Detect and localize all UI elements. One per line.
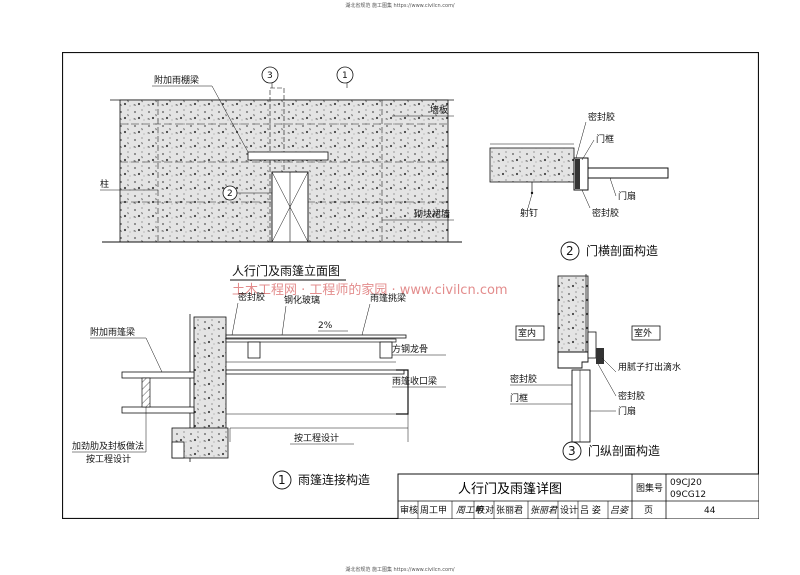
steel-tube-right xyxy=(379,341,393,359)
tb-designer: 吕 姿 xyxy=(580,504,601,516)
tb-title: 人行门及雨篷详图 xyxy=(458,482,562,497)
tb-page-label: 页 xyxy=(644,505,653,516)
d3-label-outdoor: 室外 xyxy=(634,327,652,339)
steel-tube-left xyxy=(247,341,261,359)
scan-footer-note: 湖北省规范 施工图集 https://www.civilcn.com/ xyxy=(345,567,455,573)
d1-label-extra-beam: 附加雨篷梁 xyxy=(90,326,135,338)
d1-title: 雨篷连接构造 xyxy=(298,472,370,487)
d1-label-per-design2: 按工程设计 xyxy=(86,453,131,465)
d3-label-frame: 门框 xyxy=(510,392,528,404)
d2-label-sealant-top: 密封胶 xyxy=(588,111,615,123)
d1-label-glass: 钢化玻璃 xyxy=(284,294,320,306)
d2-label-frame: 门框 xyxy=(596,133,614,145)
tb-atlas-no2: 09CG12 xyxy=(670,490,706,500)
tb-designer-signature: 吕姿 xyxy=(610,505,630,516)
door-leaf xyxy=(587,167,669,179)
tb-checker: 张丽君 xyxy=(496,505,523,516)
d1-label-sealant: 密封胶 xyxy=(238,291,265,303)
d2-label-sealant-bottom: 密封胶 xyxy=(592,207,619,219)
tempered-glass xyxy=(225,334,407,339)
tb-design-label: 设计 xyxy=(560,504,578,516)
elev-label-column: 柱 xyxy=(100,178,109,190)
elev-marker-1: 1 xyxy=(342,71,348,81)
elev-marker-3: 3 xyxy=(267,71,273,81)
d1-label-canopy: 雨篷挑梁 xyxy=(370,292,406,304)
detail-2-door-transverse-section: 密封胶 门框 门扇 射钉 密封胶 2 门横剖面构造 xyxy=(489,111,669,261)
d1-label-edge-beam: 雨篷收口梁 xyxy=(392,375,437,387)
elev-label-beam: 附加雨棚梁 xyxy=(154,74,199,86)
tb-atlas-label: 图集号 xyxy=(636,482,663,494)
detail-1-canopy-connection: 2% 密封胶 钢化玻璃 雨篷挑梁 方钢龙骨 雨篷收口梁 附加雨篷梁 按工程设计 … xyxy=(72,291,446,490)
scan-header-note: 湖北省规范 施工图集 https://www.civilcn.com/ xyxy=(345,3,455,9)
d3-label-sealant1: 密封胶 xyxy=(510,373,537,385)
d3-number: 3 xyxy=(568,444,576,458)
d2-number: 2 xyxy=(566,244,574,258)
elev-marker-2: 2 xyxy=(227,189,233,199)
tb-page-no: 44 xyxy=(704,506,716,516)
tb-reviewer: 周工甲 xyxy=(420,505,447,516)
d1-label-square-tube: 方钢龙骨 xyxy=(392,343,428,355)
elevation-view: 3 1 2 附加雨棚梁 墙板 柱 砌块裙墙 人行门及雨篷立面图 xyxy=(100,66,462,281)
wall-section xyxy=(193,316,227,430)
tb-reviewer-signature: 周工甲 xyxy=(456,505,484,516)
d3-label-sealant2: 密封胶 xyxy=(618,390,645,402)
tb-review-label: 审核 xyxy=(400,504,418,516)
d1-label-stiffener: 加劲肋及封板做法 xyxy=(72,440,144,452)
elev-label-masonry: 砌块裙墙 xyxy=(414,208,450,220)
title-block: 人行门及雨篷详图 图集号 09CJ20 09CG12 审核 周工甲 周工甲 校对… xyxy=(397,473,759,519)
elev-label-wall-panel: 墙板 xyxy=(430,104,448,116)
elevation-title: 人行门及雨篷立面图 xyxy=(232,263,340,278)
d2-label-leaf: 门扇 xyxy=(618,190,636,202)
d1-number: 1 xyxy=(278,473,286,487)
d2-label-nail: 射钉 xyxy=(520,207,538,219)
d3-title: 门纵剖面构造 xyxy=(588,443,660,458)
watermark-text: 土木工程网 · 工程师的家园 · www.civilcn.com xyxy=(232,282,508,298)
detail-3-door-longitudinal-section: 室内 室外 密封胶 用腻子打出滴水 密封胶 门框 门扇 3 门纵剖面构造 xyxy=(510,274,681,461)
tb-checker-signature: 张丽君 xyxy=(530,505,558,516)
canopy-beam xyxy=(247,151,329,161)
door-leaf-section xyxy=(571,369,591,443)
d2-title: 门横剖面构造 xyxy=(586,243,658,258)
d1-label-slope: 2% xyxy=(318,321,333,331)
d3-label-leaf: 门扇 xyxy=(618,405,636,417)
tb-check-label: 校对 xyxy=(476,504,494,516)
drawing-sheet: 3 1 2 附加雨棚梁 墙板 柱 砌块裙墙 人行门及雨篷立面图 土木工程网 · … xyxy=(62,52,759,519)
d3-label-drip: 用腻子打出滴水 xyxy=(618,361,681,373)
d1-label-per-design: 按工程设计 xyxy=(294,432,339,444)
d3-label-indoor: 室内 xyxy=(518,327,536,339)
tb-atlas-no1: 09CJ20 xyxy=(670,478,702,488)
